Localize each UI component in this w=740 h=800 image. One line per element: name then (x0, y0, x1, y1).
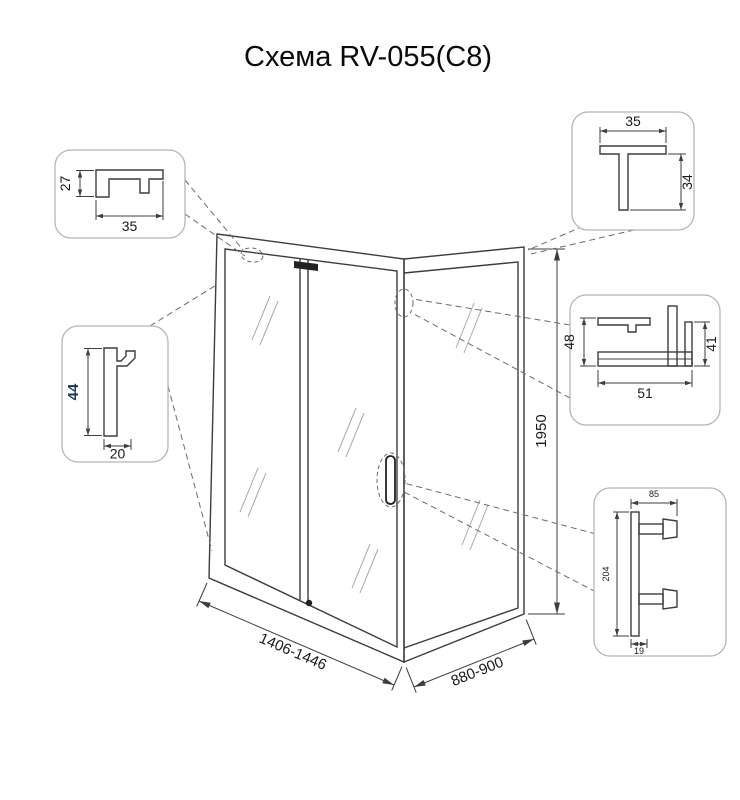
zoom-mark-corner (394, 288, 414, 318)
wall-profile-width-label: 20 (110, 446, 126, 462)
top-corner-profile-section (599, 145, 667, 211)
top-corner-height-label: 34 (679, 174, 695, 190)
wall-profile-height-label: 44 (65, 383, 82, 400)
handle-height-label: 204 (601, 566, 611, 581)
callout-handle-detail: 85 204 19 (593, 487, 727, 657)
door-bottom-guide (305, 599, 313, 607)
callout-wall-profile: 44 20 (61, 325, 169, 463)
handle-bar-section (630, 511, 640, 637)
side-depth-label: 880-900 (449, 654, 506, 690)
front-frame-inner (224, 248, 398, 649)
door-roller-bracket (294, 261, 318, 271)
handle-offset-label: 19 (634, 646, 644, 656)
front-frame-outer (208, 233, 405, 664)
callout-box (593, 487, 727, 657)
callout-bottom-corner-profile: 48 41 51 (561, 294, 721, 426)
glass-shine-marks (239, 295, 489, 594)
callout-top-corner-profile: 35 34 (571, 111, 695, 231)
handle-bottom-knob (662, 588, 678, 610)
corner-right-height-label: 41 (703, 336, 719, 352)
zoom-mark-handle (376, 452, 406, 508)
zoom-mark-top-rail (240, 247, 264, 263)
callout-box (571, 111, 695, 231)
shower-enclosure-drawing (208, 233, 525, 664)
corner-left-height-label: 48 (561, 334, 577, 350)
top-rail-profile-section (95, 169, 164, 198)
side-panel-outer (403, 246, 525, 664)
wall-profile-section (103, 347, 136, 437)
corner-arm-section (597, 317, 651, 333)
top-rail-height-label: 27 (57, 176, 73, 192)
callout-box (569, 294, 721, 426)
dimension-height: 1950 (528, 248, 565, 615)
dimension-side-depth: 880-900 (405, 619, 537, 693)
page-title: Схема RV-055(C8) (244, 41, 492, 73)
callout-box (54, 149, 186, 239)
handle-top-knob (662, 518, 678, 540)
door-handle (385, 455, 396, 505)
top-rail-width-label: 35 (122, 218, 138, 234)
side-panel-inner (403, 261, 519, 649)
height-label: 1950 (533, 414, 550, 447)
callout-top-rail-profile: 27 35 (54, 149, 186, 239)
handle-width-label: 85 (649, 489, 659, 499)
corner-width-label: 51 (637, 385, 653, 401)
top-corner-width-label: 35 (625, 113, 641, 129)
leader-lines (149, 179, 635, 593)
